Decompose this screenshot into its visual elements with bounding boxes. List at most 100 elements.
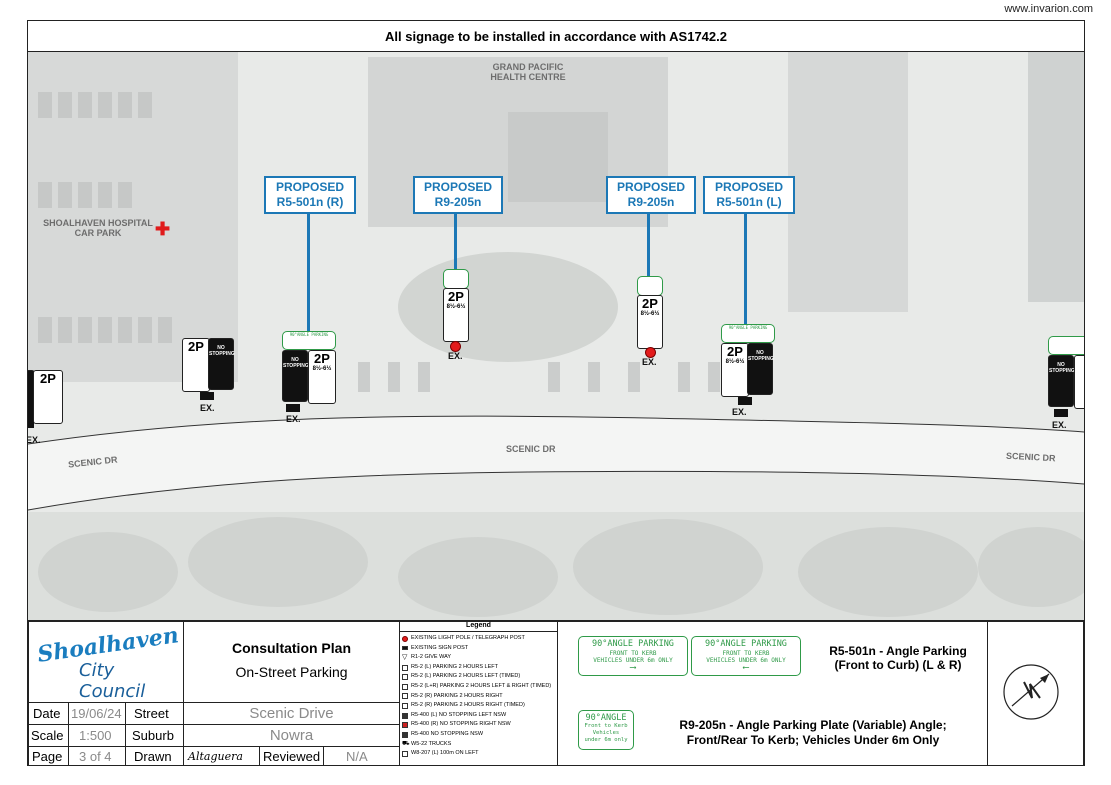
legend-box: Legend EXISTING LIGHT POLE / TELEGRAPH P… — [399, 621, 558, 766]
angle-parking-plate-small[interactable] — [443, 269, 469, 289]
light-pole-icon — [645, 347, 656, 358]
existing-label: EX. — [1052, 420, 1067, 430]
callout-r9-205n-left[interactable]: PROPOSED R9-205n — [413, 176, 503, 214]
red-dot-icon — [402, 635, 408, 642]
drawn-signature: Altaguera — [183, 746, 260, 766]
title-block: Shoalhaven City Council Consultation Pla… — [28, 620, 1084, 766]
sign-red-icon — [402, 722, 408, 729]
no-stopping-sign[interactable]: NO STOPPING — [282, 350, 309, 402]
sign-text: 2P — [727, 344, 743, 359]
sign-dark-icon — [402, 712, 408, 719]
arrow-right-icon: ⟶ — [630, 663, 636, 673]
sign-text: NO STOPPING — [209, 345, 235, 357]
legend-item-label: R1-2 GIVE WAY — [411, 654, 452, 661]
aerial-background — [28, 52, 1084, 620]
give-way-icon: ▽ — [402, 653, 408, 661]
no-stopping-sign[interactable]: NO STOPPING — [747, 343, 774, 395]
callout-line1: PROPOSED — [616, 180, 685, 194]
legend-title: Legend — [400, 622, 557, 632]
callout-stem — [307, 214, 310, 334]
angle-parking-plate[interactable]: 90°ANGLE PARKING — [721, 324, 775, 343]
plate-line2: Front to Kerb — [584, 723, 628, 729]
legend-item-label: R5-2 (L) PARKING 2 HOURS LEFT — [411, 663, 498, 670]
website-url[interactable]: www.invarion.com — [1004, 3, 1093, 15]
sign-box-icon — [402, 674, 408, 681]
callout-r9-205n-right[interactable]: PROPOSED R9-205n — [606, 176, 696, 214]
legend-item: W8-207 (L) 100m ON LEFT — [402, 749, 555, 759]
sign-box-icon — [402, 664, 408, 671]
r5-501n-plate-left: 90°ANGLE PARKING FRONT TO KERB VEHICLES … — [691, 636, 801, 676]
sign-text: 2P — [188, 339, 204, 354]
sign-post-icon — [200, 392, 214, 400]
plan-title: Consultation Plan — [232, 640, 351, 656]
page-value: 3 of 4 — [68, 746, 126, 766]
sign-text: 2P — [642, 296, 658, 311]
callout-line1: PROPOSED — [275, 180, 344, 194]
light-pole-icon — [450, 341, 461, 352]
date-label: Date — [28, 702, 69, 725]
legend-item-label: R5-400 (R) NO STOPPING RIGHT NSW — [411, 721, 511, 728]
sign-times: 8½-6½ — [725, 359, 745, 365]
trucks-icon: ⛟ — [402, 741, 410, 748]
r5-desc-line1: R5-501n - Angle Parking — [829, 644, 967, 658]
two-hour-parking-sign[interactable]: 2P — [33, 370, 63, 424]
legend-item-label: EXISTING SIGN POST — [411, 644, 469, 651]
two-hour-parking-sign[interactable] — [1074, 355, 1084, 409]
plate-text: 90°ANGLE PARKING — [289, 332, 329, 337]
legend-item: R5-400 (R) NO STOPPING RIGHT NSW — [402, 720, 555, 730]
legend-item: R5-400 (L) NO STOPPING LEFT NSW — [402, 711, 555, 721]
existing-label: EX. — [28, 435, 41, 445]
sign-text: NO STOPPING — [283, 357, 309, 369]
legend-item: R5-2 (R) PARKING 2 HOURS RIGHT (TIMED) — [402, 701, 555, 711]
callout-r5-501n-r[interactable]: PROPOSED R5-501n (R) — [264, 176, 356, 214]
legend-item: R5-2 (R) PARKING 2 HOURS RIGHT — [402, 692, 555, 702]
legend-list: EXISTING LIGHT POLE / TELEGRAPH POST EXIS… — [402, 634, 555, 759]
legend-item-label: R5-2 (L) PARKING 2 HOURS LEFT (TIMED) — [411, 673, 521, 680]
angle-parking-plate-small[interactable] — [637, 276, 663, 296]
sign-box-icon — [402, 702, 408, 709]
plate-line4: under 6m only — [584, 737, 628, 743]
legend-item-label: R5-2 (R) PARKING 2 HOURS RIGHT — [411, 692, 503, 699]
hospital-carpark-label: SHOALHAVEN HOSPITAL CAR PARK — [43, 218, 153, 238]
hospital-cross-icon: ✚ — [155, 219, 171, 239]
sign-box-icon — [402, 750, 408, 757]
reviewed-label: Reviewed — [259, 746, 324, 766]
legend-item-label: R5-2 (L+R) PARKING 2 HOURS LEFT & RIGHT … — [411, 682, 552, 689]
callout-r5-501n-l[interactable]: PROPOSED R5-501n (L) — [703, 176, 795, 214]
legend-item-label: R5-2 (R) PARKING 2 HOURS RIGHT (TIMED) — [411, 702, 525, 709]
legend-item-label: EXISTING LIGHT POLE / TELEGRAPH POST — [411, 635, 525, 641]
angle-parking-plate[interactable] — [1048, 336, 1084, 355]
page-label: Page — [28, 746, 69, 766]
sign-dark-icon — [402, 731, 408, 738]
r9-desc-line1: R9-205n - Angle Parking Plate (Variable)… — [679, 718, 947, 732]
sign-post-icon — [28, 422, 34, 428]
sign-text: NO STOPPING — [748, 350, 774, 362]
council-logo: Shoalhaven City Council — [28, 621, 184, 703]
plate-title: 90°ANGLE PARKING — [705, 639, 787, 649]
scenic-dr-label-mid: SCENIC DR — [506, 444, 556, 454]
sign-box-icon — [402, 683, 408, 690]
north-arrow-icon — [1003, 664, 1059, 720]
r5-501n-description: R5-501n - Angle Parking (Front to Curb) … — [818, 644, 978, 672]
callout-line1: PROPOSED — [714, 180, 783, 194]
plate-line3: Vehicles — [592, 730, 620, 736]
plate-title: 90°ANGLE PARKING — [592, 639, 674, 649]
two-hour-parking-sign[interactable]: 2P — [182, 338, 210, 392]
angle-parking-plate[interactable]: 90°ANGLE PARKING — [282, 331, 336, 350]
plan-subtitle: On-Street Parking — [235, 664, 348, 680]
no-stopping-sign[interactable]: NO STOPPING — [208, 338, 235, 390]
street-label: Street — [125, 702, 184, 725]
plate-line3: VEHICLES UNDER 6m ONLY — [706, 657, 786, 664]
suburb-label: Suburb — [125, 724, 184, 747]
legend-item: R5-2 (L) PARKING 2 HOURS LEFT (TIMED) — [402, 672, 555, 682]
callout-stem — [744, 214, 747, 324]
no-stopping-sign[interactable]: NO STOPPING — [1048, 355, 1075, 407]
r5-desc-line2: (Front to Curb) (L & R) — [834, 658, 962, 672]
existing-label: EX. — [642, 357, 657, 367]
plan-title-cell: Consultation Plan On-Street Parking — [183, 621, 400, 703]
r9-205n-plate: 90°ANGLE Front to Kerb Vehicles under 6m… — [578, 710, 634, 750]
